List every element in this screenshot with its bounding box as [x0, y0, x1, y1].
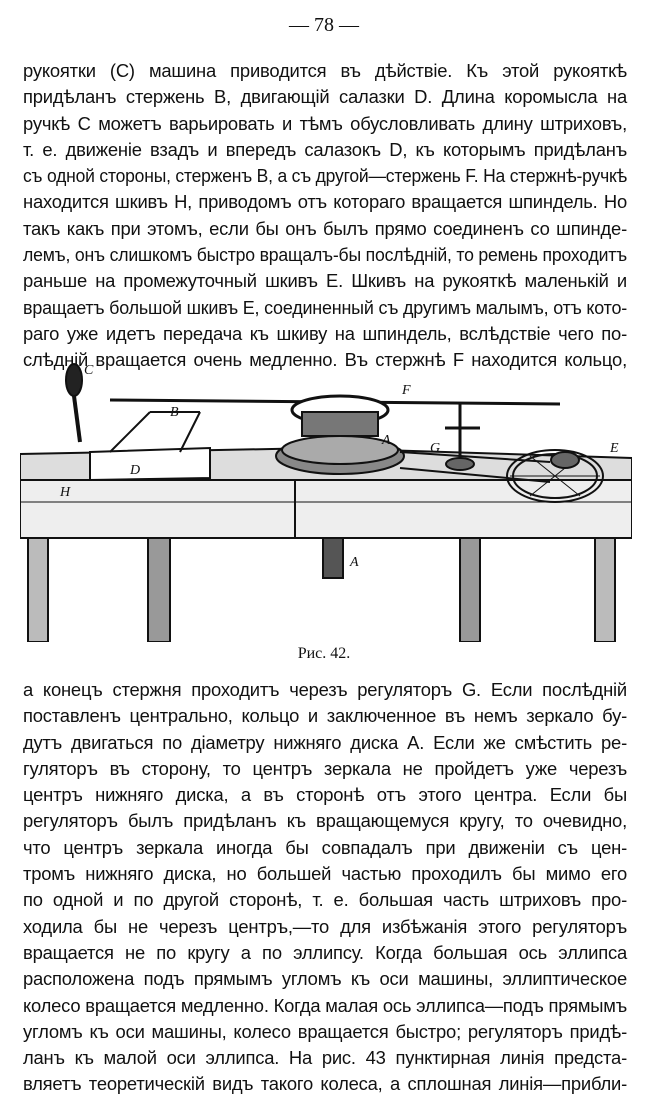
figure-label: C — [84, 363, 94, 378]
text-line-content: угломъ къ оси машины, колесо вращается б… — [23, 1020, 627, 1042]
text-line-content: раго уже идетъ передача къ шкиву на шпин… — [23, 322, 627, 344]
text-line-content: а конецъ стержня проходитъ черезъ регуля… — [23, 679, 627, 700]
text-line: вращаетъ большой шкивъ Е, соединенный съ… — [23, 295, 627, 321]
text-line: поставленъ центрально, кольцо и заключен… — [23, 703, 627, 729]
text-line: колесо вращается медленно. Когда малая о… — [23, 993, 627, 1019]
text-line-content: вляетъ теоретическій видъ такого колеса,… — [23, 1073, 627, 1095]
text-line-content: поставленъ центрально, кольцо и заключен… — [23, 705, 627, 727]
handle-c — [65, 363, 83, 397]
table-leg — [27, 537, 49, 642]
text-line-content: рукоятки (С) машина приводится въ дѣйств… — [23, 60, 627, 81]
wheel-e — [506, 449, 604, 503]
text-line: рукоятки (С) машина приводится въ дѣйств… — [23, 58, 627, 84]
figure-label: E — [609, 441, 619, 456]
text-line: т. е. движеніе взадъ и впередъ салазокъ … — [23, 137, 627, 163]
text-line-content: дутъ двигаться по діаметру нижняго диска… — [23, 731, 627, 753]
text-line: что центръ зеркала иногда бы совпадалъ п… — [23, 835, 627, 861]
text-line: раго уже идетъ передача къ шкиву на шпин… — [23, 321, 627, 347]
table-leg — [147, 537, 171, 642]
slide-d — [89, 446, 211, 482]
text-line-content: тромъ нижняго диска, но большей частью п… — [23, 863, 627, 885]
text-line-content: ланъ къ малой оси эллипса. На рис. 43 пу… — [23, 1047, 627, 1069]
spindle — [322, 537, 344, 579]
figure-engraving-machine: C B D H F A G E A — [20, 363, 632, 642]
text-line-content: слѣдній вращается очень медленно. Въ сте… — [23, 349, 627, 371]
table-leg — [594, 537, 616, 642]
figure-caption: Рис. 42. — [297, 645, 351, 662]
text-line-content: по одной и по другой сторонѣ, т. е. боль… — [23, 889, 627, 911]
paragraph-1: рукоятки (С) машина приводится въ дѣйств… — [23, 58, 627, 374]
text-line-content: придѣланъ стержень В, двигающій салазки … — [23, 86, 627, 108]
text-line-content: вращаетъ большой шкивъ Е, соединенный съ… — [23, 296, 627, 318]
text-line: ручкѣ С можетъ варьировать и тѣмъ обусло… — [23, 111, 627, 137]
text-line-content: лемъ, онъ слишкомъ быстро вращалъ-бы пос… — [23, 244, 627, 266]
text-line-content: регуляторъ былъ придѣланъ къ вращающемус… — [23, 810, 627, 832]
text-line-content: гуляторъ въ сторону, то центръ зеркала н… — [23, 757, 627, 779]
paragraph-2: а конецъ стержня проходитъ черезъ регуля… — [23, 677, 627, 1098]
text-line: ходила бы не черезъ центръ,—то для избѣж… — [23, 914, 627, 940]
figure-label: F — [401, 383, 411, 398]
text-line: тромъ нижняго диска, но большей частью п… — [23, 861, 627, 887]
text-line-content: ходила бы не черезъ центръ,—то для избѣж… — [23, 915, 627, 937]
text-line-content: т. е. движеніе взадъ и впередъ салазокъ … — [23, 138, 627, 160]
text-line: такъ какъ при этомъ, если бы онъ былъ пр… — [23, 216, 627, 242]
text-line-content: расположена подъ прямымъ угломъ къ оси м… — [23, 968, 627, 990]
figure-label: H — [59, 485, 71, 500]
text-line: раньше на промежуточный шкивъ Е. Шкивъ н… — [23, 268, 627, 294]
text-line: угломъ къ оси машины, колесо вращается б… — [23, 1019, 627, 1045]
text-line: придѣланъ стержень В, двигающій салазки … — [23, 84, 627, 110]
text-line-content: что центръ зеркала иногда бы совпадалъ п… — [23, 836, 627, 858]
text-line: вляетъ теоретическій видъ такого колеса,… — [23, 1071, 627, 1097]
text-line: центръ нижняго диска, а въ сторонѣ отъ э… — [23, 782, 627, 808]
table-apron — [20, 479, 632, 539]
page-number: — 78 — — [289, 14, 359, 36]
figure-label: B — [170, 405, 179, 420]
table-leg — [459, 537, 481, 642]
text-line: дутъ двигаться по діаметру нижняго диска… — [23, 730, 627, 756]
text-line: ланъ къ малой оси эллипса. На рис. 43 пу… — [23, 1045, 627, 1071]
text-line-content: такъ какъ при этомъ, если бы онъ былъ пр… — [23, 217, 627, 239]
text-line-content: центръ нижняго диска, а въ сторонѣ отъ э… — [23, 784, 627, 806]
text-line: лемъ, онъ слишкомъ быстро вращалъ-бы пос… — [23, 242, 627, 268]
figure-label: D — [129, 463, 140, 478]
text-line: вращается не по кругу а по эллипсу. Когд… — [23, 940, 627, 966]
figure-label: G — [430, 441, 440, 456]
text-line: слѣдній вращается очень медленно. Въ сте… — [23, 347, 627, 373]
text-line: а конецъ стержня проходитъ черезъ регуля… — [23, 677, 627, 703]
text-line-content: ручкѣ С можетъ варьировать и тѣмъ обусло… — [23, 112, 627, 134]
text-line: расположена подъ прямымъ угломъ къ оси м… — [23, 966, 627, 992]
text-line-content: колесо вращается медленно. Когда малая о… — [23, 994, 627, 1016]
text-line: по одной и по другой сторонѣ, т. е. боль… — [23, 887, 627, 913]
text-line: съ одной стороны, стерженъ В, а съ друго… — [23, 163, 627, 189]
text-line: гуляторъ въ сторону, то центръ зеркала н… — [23, 756, 627, 782]
text-line: регуляторъ былъ придѣланъ къ вращающемус… — [23, 808, 627, 834]
text-line: находится шкивъ Н, приводомъ отъ котораг… — [23, 189, 627, 215]
text-line-content: вращается не по кругу а по эллипсу. Когд… — [23, 941, 627, 963]
figure-label: A — [349, 555, 359, 570]
figure-label: A — [381, 433, 391, 448]
text-line-content: раньше на промежуточный шкивъ Е. Шкивъ н… — [23, 270, 627, 292]
text-line-content: находится шкивъ Н, приводомъ отъ котораг… — [23, 191, 627, 213]
text-line-content: съ одной стороны, стерженъ В, а съ друго… — [23, 165, 627, 187]
